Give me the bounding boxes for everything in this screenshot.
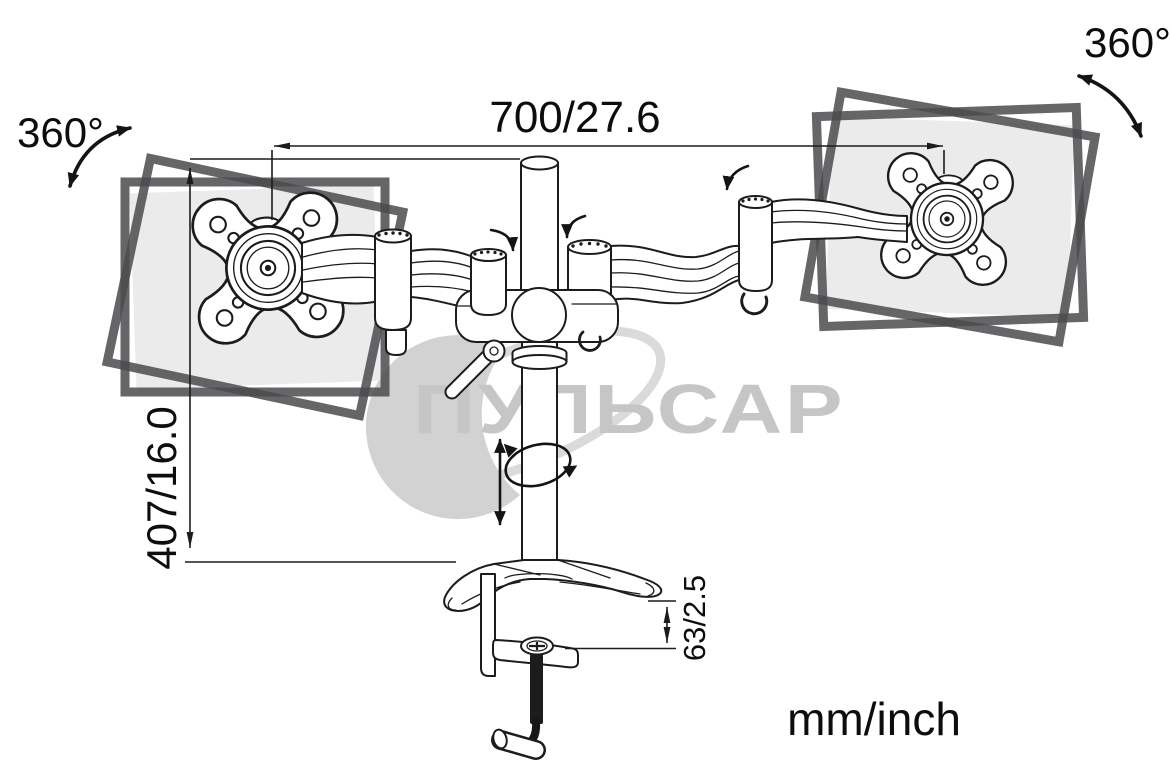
left-arm [301, 228, 474, 356]
clamp-screw [530, 654, 543, 724]
left-elbow-foot [385, 329, 407, 356]
dimension-clamp-range: 63/2.5 [565, 575, 712, 661]
left-elbow-joint [374, 235, 412, 331]
swivel-arrow-pole-joint [561, 214, 587, 239]
dimension-pole-height-label: 407/16.0 [138, 406, 185, 570]
units-label: mm/inch [787, 693, 961, 745]
cable-hook [740, 292, 769, 316]
watermark-text: ПУЛЬСАР [413, 370, 845, 448]
dimension-pole-height: 407/16.0 [138, 158, 520, 570]
right-elbow-joint [738, 201, 773, 292]
pole-upper [520, 155, 559, 296]
right-arm [567, 195, 908, 316]
small-hook [578, 330, 602, 352]
rotation-callout-right: 360° [1077, 19, 1171, 138]
screw-head-cross [529, 642, 545, 650]
dimension-clamp-range-label: 63/2.5 [677, 575, 712, 661]
dimension-arm-span-label: 700/27.6 [489, 93, 660, 142]
pole-joint-block [455, 248, 619, 352]
pole-lower [444, 339, 568, 565]
desk-clamp [480, 573, 579, 760]
motion-arrows [489, 164, 750, 526]
pole-rotation-arrowhead-right [562, 465, 578, 478]
watermark-crescent-logo [365, 335, 520, 520]
pole-rotation-arrowhead-left [503, 443, 518, 458]
rotation-right-label: 360° [1084, 19, 1171, 66]
swivel-arrow-left-joint [489, 228, 519, 252]
rotation-arrow-left [67, 125, 132, 188]
clamp-back-plate [480, 573, 496, 677]
ball-joint [511, 287, 567, 343]
tension-lever [446, 346, 498, 398]
watermark: ПУЛЬСАР [365, 326, 845, 520]
rotation-callout-left: 360° [17, 109, 132, 188]
rotation-arrow-right [1077, 74, 1143, 138]
dimension-arm-span: 700/27.6 [271, 93, 945, 220]
lever-knob [482, 339, 506, 363]
swivel-arrow-right-elbow [722, 164, 750, 191]
pole-rotation-ellipse [504, 442, 572, 488]
desk-base [443, 559, 663, 612]
